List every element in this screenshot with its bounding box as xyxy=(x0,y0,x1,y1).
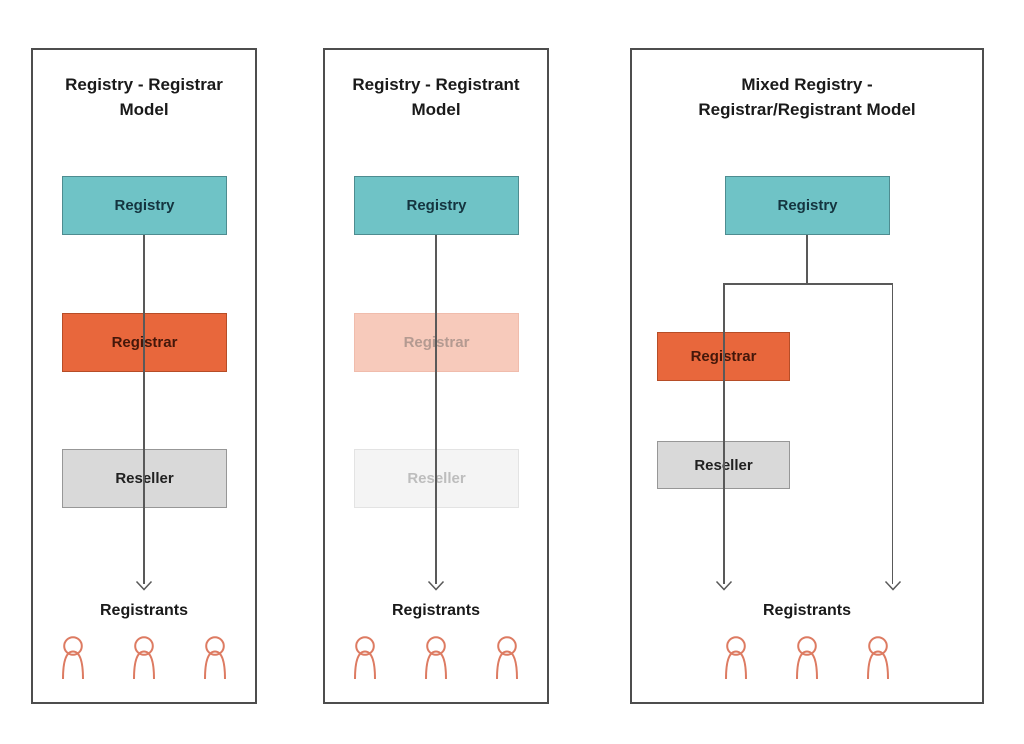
registry-box: Registry xyxy=(354,176,519,235)
registry-box: Registry xyxy=(725,176,890,235)
panel-title-line1: Registry - Registrar xyxy=(65,75,223,94)
connector-line-left xyxy=(723,283,725,584)
registrants-label: Registrants xyxy=(99,602,189,619)
registrant-person-icon xyxy=(62,636,84,680)
connector-line xyxy=(435,235,437,584)
panel-title-line1: Registry - Registrant xyxy=(352,75,520,94)
arrow-down-icon xyxy=(884,580,901,591)
arrow-down-icon xyxy=(715,580,733,591)
registrant-person-icon xyxy=(496,636,518,680)
panel-title: Registry - Registrar Model xyxy=(33,72,255,122)
registrants-label: Registrants xyxy=(391,602,481,619)
panel-title-line2: Registrar/Registrant Model xyxy=(698,100,916,119)
registrants-group xyxy=(33,636,255,680)
registrant-person-icon xyxy=(204,636,226,680)
registrant-person-icon xyxy=(425,636,447,680)
connector-line xyxy=(143,235,145,584)
arrow-down-icon xyxy=(427,580,445,591)
panel-title: Registry - Registrant Model xyxy=(325,72,547,122)
panel-registry-registrar-model: Registry - Registrar Model Registry Regi… xyxy=(31,48,257,704)
registry-box: Registry xyxy=(62,176,227,235)
registrants-group xyxy=(632,636,982,680)
registrants-label: Registrants xyxy=(762,602,852,619)
panel-title-line2: Model xyxy=(119,100,169,119)
connector-line-branch xyxy=(723,283,893,285)
registrant-person-icon xyxy=(867,636,889,680)
panel-title: Mixed Registry - Registrar/Registrant Mo… xyxy=(632,72,982,122)
connector-line-right xyxy=(891,283,894,584)
registry-box-label: Registry xyxy=(114,197,175,214)
registry-box-label: Registry xyxy=(777,197,838,214)
registrant-person-icon xyxy=(133,636,155,680)
panel-mixed-registry-model: Mixed Registry - Registrar/Registrant Mo… xyxy=(630,48,984,704)
registrant-person-icon xyxy=(796,636,818,680)
panel-registry-registrant-model: Registry - Registrant Model Registry Reg… xyxy=(323,48,549,704)
arrow-down-icon xyxy=(135,580,153,591)
panel-title-line2: Model xyxy=(411,100,461,119)
registry-box-label: Registry xyxy=(406,197,467,214)
panel-title-line1: Mixed Registry - xyxy=(741,75,873,94)
registrant-person-icon xyxy=(354,636,376,680)
connector-line-stub xyxy=(806,235,808,283)
registrant-person-icon xyxy=(725,636,747,680)
registrants-group xyxy=(325,636,547,680)
